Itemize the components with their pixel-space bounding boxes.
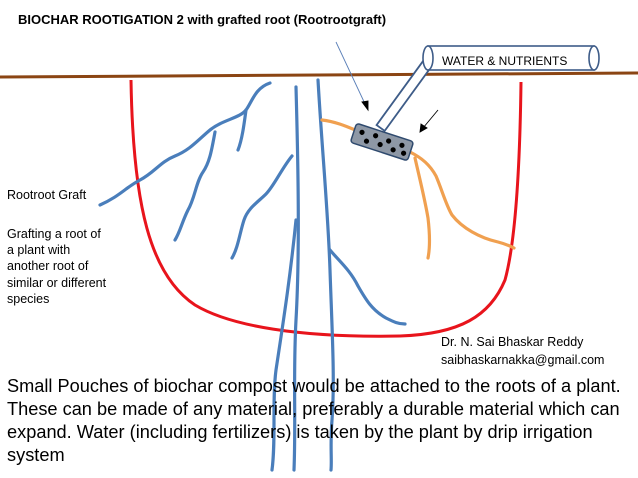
description-paragraph: Small Pouches of biochar compost would b… [7,376,621,465]
title-arrow [335,41,367,107]
author-name: Dr. N. Sai Bhaskar Reddy [441,335,584,349]
side-heading: Rootroot Graft [7,188,87,202]
slide-title: BIOCHAR ROOTIGATION 2 with grafted root … [18,12,387,27]
biochar-pouch [350,123,414,161]
title-arrowhead [361,100,369,112]
water-nutrients-label: WATER & NUTRIENTS [442,54,568,68]
pouch-arrowhead [419,123,428,133]
pointer-arrows [335,41,439,133]
author-email: saibhaskarnakka@gmail.com [441,353,605,367]
pouch-arrow [422,109,439,129]
side-description: Grafting a root of a plant with another … [7,227,107,306]
water-tank [422,45,600,71]
author-block: Dr. N. Sai Bhaskar Reddy saibhaskarnakka… [441,333,604,369]
ground-line [0,71,638,79]
plant-roots [98,78,407,472]
container-outline [129,79,523,338]
